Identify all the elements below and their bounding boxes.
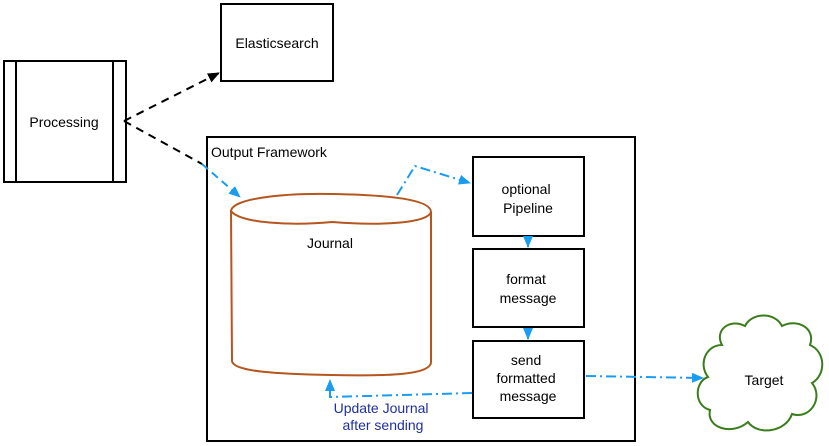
processing-label: Processing	[29, 114, 98, 130]
update-journal-line1: Update Journal	[334, 400, 429, 416]
processing-node: Processing	[3, 60, 127, 183]
update-journal-line2: after sending	[343, 417, 424, 433]
arrow-send-to-target	[585, 372, 704, 383]
send-formatted-message-node: send formatted message	[472, 340, 585, 419]
format-message-node: format message	[472, 248, 585, 328]
arrow-send-to-journal	[325, 379, 473, 399]
arrow-journal-to-pipeline	[396, 164, 471, 196]
journal-label: Journal	[307, 235, 353, 251]
svg-text:Update Journal after sendi: Update Journal after sending	[334, 400, 433, 433]
optional-pipeline-label-line1: optional	[502, 181, 551, 197]
optional-pipeline-label-line2: Pipeline	[503, 200, 553, 216]
elasticsearch-node: Elasticsearch	[220, 3, 334, 82]
optional-pipeline-node: optional Pipeline	[472, 156, 585, 237]
svg-text:optional Pipeline: optional Pipeline	[502, 181, 555, 216]
arrow-processing-to-journal	[201, 163, 241, 198]
output-framework-label: Output Framework	[211, 144, 328, 160]
send-message-label-line2: formatted	[496, 370, 555, 386]
arrow-processing-to-elasticsearch	[123, 72, 220, 122]
arrow-processing-to-output	[123, 120, 203, 165]
output-framework-container: Output Framework	[206, 136, 636, 442]
target-cloud: Target	[696, 314, 824, 432]
send-message-label-line1: send	[511, 352, 541, 368]
svg-text:send formatted mes: send formatted message	[496, 352, 559, 404]
format-message-label-line1: format	[506, 271, 546, 287]
journal-cylinder: Journal	[229, 192, 432, 377]
elasticsearch-label: Elasticsearch	[235, 35, 318, 51]
target-label: Target	[745, 372, 784, 388]
send-message-label-line3: message	[500, 388, 557, 404]
svg-text:format message: format message	[500, 271, 557, 306]
format-message-label-line2: message	[500, 290, 557, 306]
